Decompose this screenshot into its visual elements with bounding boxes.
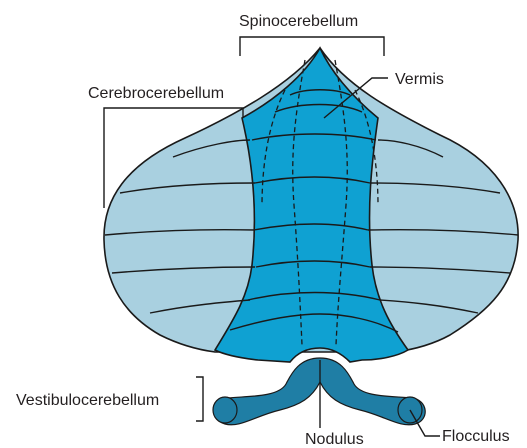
label-flocculus: Flocculus [442, 428, 510, 445]
vestibulocerebellum-bracket [196, 377, 203, 421]
flocculus-left [213, 397, 237, 423]
spinocerebellum-bracket [240, 37, 384, 56]
label-vermis: Vermis [395, 71, 444, 88]
label-spinocerebellum: Spinocerebellum [239, 13, 358, 30]
label-cerebrocerebellum: Cerebrocerebellum [88, 85, 224, 102]
label-vestibulocerebellum: Vestibulocerebellum [16, 392, 159, 409]
label-nodulus: Nodulus [305, 431, 364, 448]
